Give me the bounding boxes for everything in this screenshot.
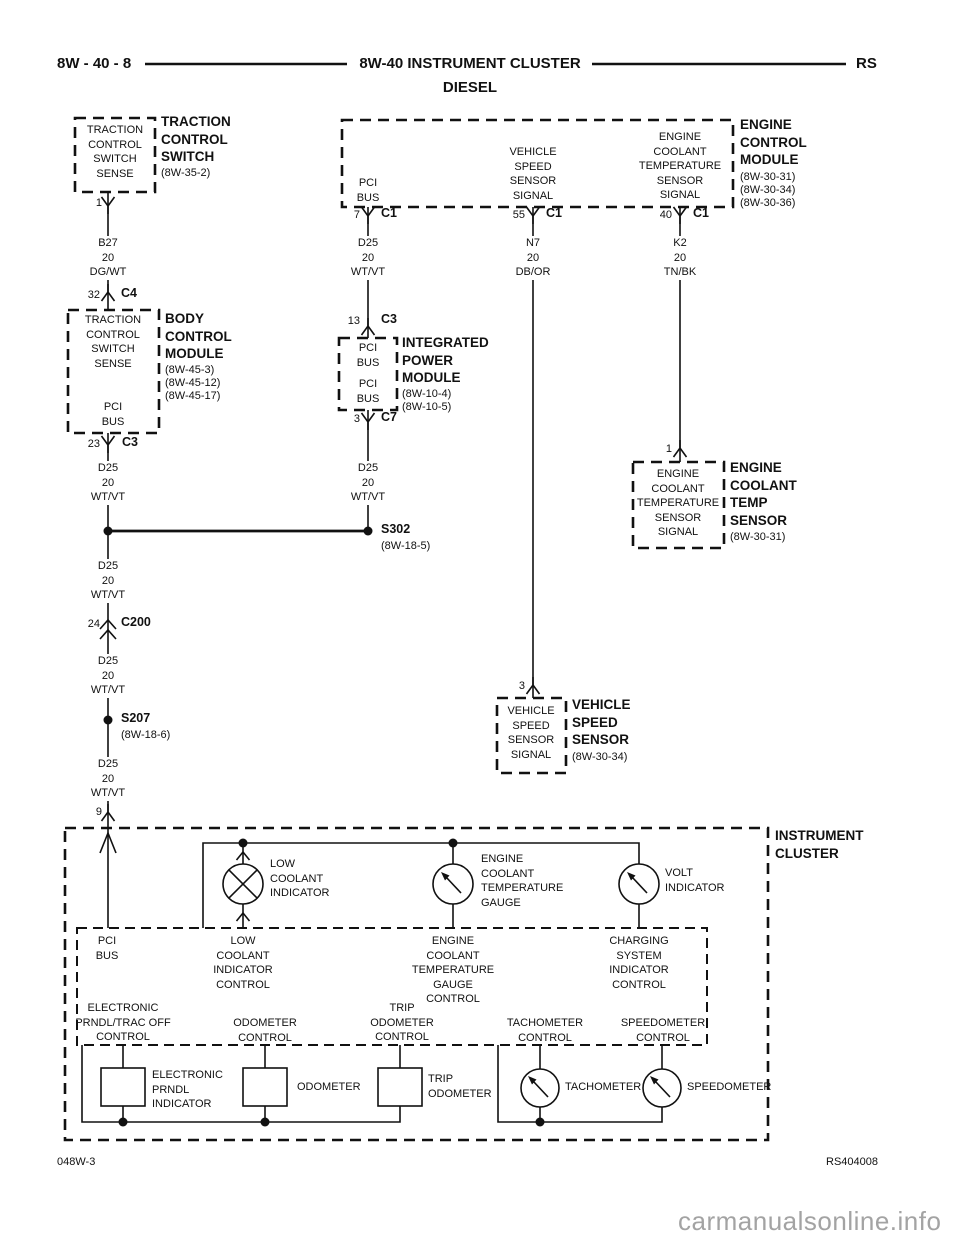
- trip-odometer-label: TRIP ODOMETER: [428, 1073, 492, 1100]
- wire-b27-label: B27 20 DG/WT: [86, 236, 130, 280]
- vss-pin: 3: [518, 680, 525, 692]
- ipm-pin-top: 13: [347, 315, 360, 327]
- ect-sensor-ref: (8W-30-31): [730, 531, 786, 543]
- vss-box-label: VEHICLE SPEED SENSOR SIGNAL: [507, 705, 555, 761]
- wire-d25-label-6: D25 20 WT/VT: [347, 461, 389, 505]
- ect-sensor-pin: 1: [665, 443, 672, 455]
- ecm-pin-40: 40: [659, 209, 672, 221]
- tcs-name: TRACTION CONTROL SWITCH: [161, 114, 231, 164]
- ecm-vss-signal-label: VEHICLE SPEED SENSOR SIGNAL: [509, 146, 557, 202]
- cluster-inner-module-box: [76, 927, 708, 1046]
- wire-n7-label: N7 20 DB/OR: [512, 236, 554, 280]
- tcs-pin: 1: [95, 197, 102, 209]
- bcm-name: BODY CONTROL MODULE: [165, 311, 232, 361]
- cluster-pin: 9: [95, 806, 102, 818]
- cluster-pci-bus-label: PCI BUS: [95, 935, 119, 962]
- volt-indicator-gauge-icon: [618, 863, 660, 905]
- charging-control-label: CHARGING SYSTEM INDICATOR CONTROL: [609, 935, 669, 991]
- speedometer-control-label: SPEEDOMETER CONTROL: [620, 1017, 706, 1044]
- tcs-box-label: TRACTION CONTROL SWITCH SENSE: [86, 124, 144, 180]
- c4-name: C4: [121, 286, 137, 300]
- wire-d25-label-4: D25 20 WT/VT: [87, 757, 129, 801]
- ect-sensor-box: [631, 460, 726, 550]
- ecm-connector-c1-a: C1: [381, 206, 397, 220]
- cluster-bus-right: [497, 1045, 663, 1123]
- odometer-label: ODOMETER: [297, 1081, 361, 1093]
- page-subtitle: DIESEL: [442, 79, 498, 96]
- ecm-pin-7: 7: [353, 209, 360, 221]
- ect-gauge-icon: [432, 863, 474, 905]
- bcm-refs: (8W-45-3) (8W-45-12) (8W-45-17): [165, 364, 221, 402]
- bcm-connector: C3: [122, 435, 138, 449]
- cluster-bus-left: [81, 1045, 401, 1123]
- prndl-control-label: ELECTRONIC PRNDL/TRAC OFF CONTROL: [75, 1002, 171, 1043]
- ipm-name: INTEGRATED POWER MODULE: [402, 335, 489, 385]
- splice-dots: [103, 526, 545, 1127]
- vss-name: VEHICLE SPEED SENSOR: [572, 697, 631, 747]
- volt-indicator-label: VOLT INDICATOR: [665, 867, 725, 894]
- ecm-pin-55: 55: [512, 209, 525, 221]
- ecm-name: ENGINE CONTROL MODULE: [740, 117, 807, 167]
- s302-name: S302: [381, 522, 411, 536]
- cluster-feed-rail: [202, 842, 640, 928]
- s302-ref: (8W-18-5): [381, 540, 431, 552]
- instrument-cluster-box: [63, 826, 770, 1142]
- ect-sensor-box-label: ENGINE COOLANT TEMPERATURE SENSOR SIGNAL: [636, 468, 720, 538]
- footer-sheet-code: RS404008: [826, 1156, 878, 1168]
- c200-name: C200: [121, 615, 151, 629]
- wire-d25-label-2: D25 20 WT/VT: [87, 559, 129, 603]
- region-code: RS: [856, 55, 877, 72]
- speedometer-gauge-icon: [642, 1068, 682, 1108]
- page-title: 8W-40 INSTRUMENT CLUSTER: [359, 55, 581, 72]
- s207-name: S207: [121, 711, 151, 725]
- s207-ref: (8W-18-6): [121, 729, 171, 741]
- ect-gauge-control-label: ENGINE COOLANT TEMPERATURE GAUGE CONTROL: [411, 935, 495, 1005]
- trip-odometer-shape: [377, 1067, 423, 1107]
- low-coolant-lamp-icon: [222, 863, 264, 905]
- odometer-shape: [242, 1067, 288, 1107]
- bcm-box: [66, 308, 161, 435]
- vss-ref: (8W-30-34): [572, 751, 628, 763]
- wire-k2-label: K2 20 TN/BK: [660, 236, 700, 280]
- tcs-ref: (8W-35-2): [161, 167, 211, 179]
- wire-d25-label-3: D25 20 WT/VT: [87, 654, 129, 698]
- electronic-prndl-indicator-shape: [100, 1067, 146, 1107]
- watermark: carmanualsonline.info: [678, 1206, 942, 1236]
- wire-d25-label-5: D25 20 WT/VT: [347, 236, 389, 280]
- speedometer-label: SPEEDOMETER: [687, 1081, 772, 1093]
- ecm-ect-signal-label: ENGINE COOLANT TEMPERATURE SENSOR SIGNAL: [638, 131, 722, 201]
- tachometer-label: TACHOMETER: [565, 1081, 642, 1093]
- c4-pin: 32: [87, 289, 100, 301]
- ipm-connector-top: C3: [381, 312, 397, 326]
- page-ref: 8W - 40 - 8: [57, 55, 132, 72]
- c200-pin: 24: [87, 618, 100, 630]
- wire-d25-label-1: D25 20 WT/VT: [87, 461, 129, 505]
- ecm-connector-c1-c: C1: [693, 206, 709, 220]
- prndl-indicator-label: ELECTRONIC PRNDL INDICATOR: [152, 1069, 223, 1110]
- bcm-pin: 23: [87, 438, 100, 450]
- bcm-box-top-label: TRACTION CONTROL SWITCH SENSE: [84, 314, 142, 370]
- ect-gauge-label: ENGINE COOLANT TEMPERATURE GAUGE: [481, 853, 564, 909]
- footer-diagram-code: 048W-3: [57, 1156, 96, 1168]
- bcm-box-bottom-label: PCI BUS: [101, 401, 125, 428]
- tachometer-control-label: TACHOMETER CONTROL: [506, 1017, 584, 1044]
- low-coolant-indicator-label: LOW COOLANT INDICATOR: [270, 858, 330, 899]
- odometer-control-label: ODOMETER CONTROL: [233, 1017, 297, 1044]
- ipm-connector-bottom: C7: [381, 410, 397, 424]
- tcs-box: [73, 116, 157, 194]
- ecm-box: [340, 118, 735, 209]
- connector-symbols: [99, 196, 688, 922]
- trip-odometer-control-label: TRIP ODOMETER CONTROL: [370, 1002, 434, 1043]
- ecm-connector-c1-b: C1: [546, 206, 562, 220]
- ipm-pin-bottom: 3: [353, 413, 360, 425]
- instrument-cluster-name: INSTRUMENT CLUSTER: [775, 828, 864, 861]
- ecm-pci-bus-label: PCI BUS: [356, 177, 380, 204]
- ipm-box-top-label: PCI BUS: [356, 342, 380, 369]
- ecm-refs: (8W-30-31) (8W-30-34) (8W-30-36): [740, 171, 796, 209]
- ect-sensor-name: ENGINE COOLANT TEMP SENSOR: [730, 460, 797, 528]
- tachometer-gauge-icon: [520, 1068, 560, 1108]
- ipm-box-bottom-label: PCI BUS: [356, 378, 380, 405]
- low-coolant-control-label: LOW COOLANT INDICATOR CONTROL: [213, 935, 273, 991]
- ipm-refs: (8W-10-4) (8W-10-5): [402, 388, 452, 413]
